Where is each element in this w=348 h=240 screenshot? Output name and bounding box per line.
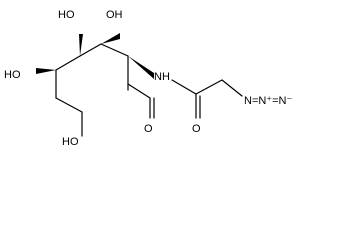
wedge-c4-oh — [36, 68, 56, 74]
wedge-c2-nh — [128, 56, 154, 79]
label-o-aldehyde: O — [144, 123, 153, 135]
wedge-c5-oh — [101, 33, 120, 44]
bond-co-ch2 — [195, 79, 223, 95]
bond-c1-cho — [127, 83, 151, 99]
wedge-c3-oh — [79, 34, 83, 56]
label-oh-c3: HO — [58, 9, 75, 21]
label-azide: N=N⁺=N⁻ — [244, 95, 292, 107]
label-nh: NH — [154, 71, 170, 83]
label-oh-c5: HO — [4, 69, 21, 81]
bond-nh-co — [171, 79, 197, 95]
bond-c2-c1 — [100, 43, 129, 57]
label-oh-c6: HO — [62, 136, 79, 148]
label-o-amide: O — [192, 123, 201, 135]
bond-c6-c5 — [55, 97, 83, 113]
bond-c4-c3 — [55, 55, 81, 71]
bond-ch2-n — [221, 79, 243, 97]
label-oh-c4: OH — [106, 9, 123, 21]
molecule-structure: HO OH HO HO NH O O N=N⁺=N⁻ — [4, 9, 292, 148]
bond-c3-c2 — [79, 43, 102, 57]
